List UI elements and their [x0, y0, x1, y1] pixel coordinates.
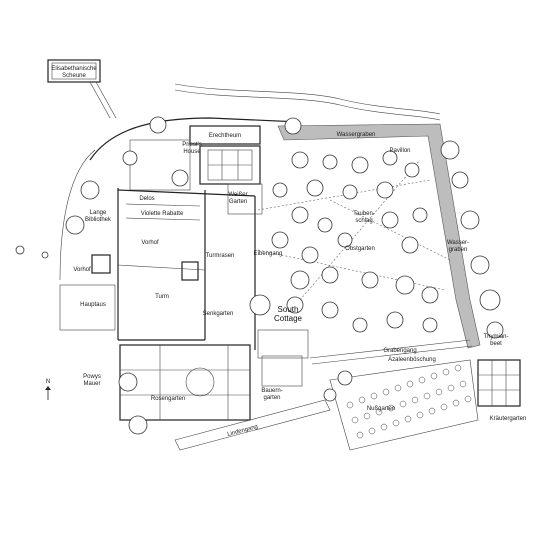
- label-azaleenboschung: Azaleenböschung: [388, 357, 436, 363]
- road-line-2: [174, 83, 441, 115]
- boundary-trees: [15, 116, 504, 435]
- scheune-building: [47, 59, 117, 119]
- label-erechtheum: Erechtheum: [209, 133, 241, 139]
- main-buildings: [59, 125, 263, 350]
- north-arrow: N: [45, 379, 51, 400]
- label-bauerngarten-2: garten: [263, 395, 280, 401]
- label-violette-rabatte: Violette Rabatte: [141, 211, 184, 217]
- label-obstgarten: Obstgarten: [345, 246, 375, 252]
- outer-boundary-north: [89, 117, 301, 161]
- label-rosengarten: Rosengarten: [151, 396, 185, 402]
- lindengang-path: [174, 399, 331, 451]
- label-taubenschlag-2: schlag: [355, 218, 372, 224]
- nussgarten-boundary: [329, 359, 479, 451]
- nussgarten-trees: [346, 364, 472, 439]
- label-south-cottage-2: Cottage: [274, 314, 303, 323]
- krautergarten-grid: [477, 359, 521, 407]
- label-vorhof-upper: Vorhof: [141, 240, 159, 246]
- label-senkgarten: Senkgarten: [203, 311, 234, 317]
- label-nussgarten: Nußgarten: [367, 406, 395, 412]
- label-grabengang: Grabengang: [383, 348, 416, 354]
- label-weisser-garten-2: Garten: [229, 199, 247, 205]
- label-taubenschlag-1: Tauben-: [353, 211, 375, 217]
- label-scheune-2: Scheune: [62, 73, 86, 79]
- label-vorhof-left: Vorhof: [73, 267, 91, 273]
- moat-band: [277, 123, 481, 349]
- label-wassergraben-right-2: graben: [449, 247, 468, 253]
- north-label: N: [46, 379, 50, 385]
- bauerngarten-block: [261, 355, 303, 387]
- label-lange-bibliothek-2: Bibliothek: [85, 217, 112, 223]
- label-weisser-garten-1: Weißer: [228, 192, 247, 198]
- label-powys-mauer-1: Powys: [83, 374, 101, 380]
- label-wassergraben-right-1: Wasser-: [447, 240, 469, 246]
- label-south-cottage-1: South: [278, 305, 299, 314]
- label-thymianbeet-1: Thymian-: [483, 334, 508, 340]
- label-powys-mauer-2: Mauer: [83, 381, 100, 387]
- label-priests-house-1: Priest's: [182, 142, 201, 148]
- label-scheune-1: Elisabethanische: [51, 66, 97, 72]
- label-bauerngarten-1: Bauern-: [261, 388, 282, 394]
- rosengarten-block: [119, 344, 251, 421]
- orchard-trees: [249, 150, 439, 333]
- label-lindengang: Lindengang: [227, 424, 259, 438]
- road-line: [174, 89, 441, 121]
- outer-boundary-west: [59, 149, 96, 281]
- label-priests-house-2: House: [183, 149, 201, 155]
- grabengang-line: [309, 339, 471, 359]
- south-cottage-block: [257, 329, 309, 359]
- label-eibengang: Eibengang: [254, 251, 283, 257]
- label-turm: Turm: [155, 294, 169, 300]
- label-delos: Delos: [139, 196, 154, 202]
- grabengang-line-2: [311, 345, 473, 365]
- label-thymianbeet-2: beet: [490, 341, 502, 347]
- label-hauptaus: Hauptaus: [80, 302, 106, 308]
- label-krautergarten: Kräutergarten: [490, 416, 527, 422]
- label-turmrasen: Turmrasen: [206, 253, 235, 259]
- label-wassergraben-top: Wassergraben: [337, 132, 376, 138]
- label-pavillon: Pavillon: [389, 148, 410, 154]
- label-lange-bibliothek-1: Lange: [90, 210, 107, 216]
